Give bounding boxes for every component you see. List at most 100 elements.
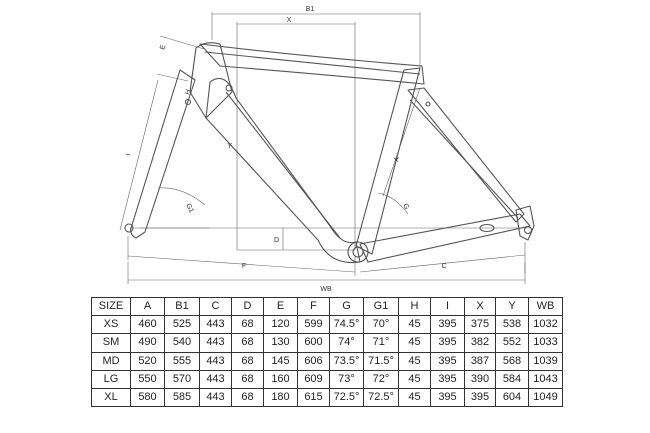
table-cell: 520: [130, 351, 165, 371]
table-cell: 68: [231, 369, 264, 389]
table-cell: 540: [164, 333, 200, 353]
table-cell: 568: [495, 351, 529, 371]
table-cell: 584: [495, 369, 529, 389]
label-x: X: [287, 17, 292, 24]
table-header-cell: B1: [164, 296, 200, 317]
table-header-cell: C: [199, 296, 232, 317]
label-f: F: [242, 263, 246, 270]
table-cell: 45: [398, 351, 431, 371]
table-cell: 68: [231, 387, 264, 408]
table-cell: 68: [231, 315, 264, 335]
table-cell: 71°: [363, 333, 399, 353]
table-header-cell: F: [297, 296, 330, 317]
table-cell: 72.5°: [329, 387, 364, 408]
table-cell: 570: [164, 369, 200, 389]
label-d: D: [274, 237, 279, 244]
table-header-cell: X: [464, 296, 496, 317]
table-cell: 1039: [528, 351, 563, 371]
table-cell: 600: [297, 333, 330, 353]
table-cell: 70°: [363, 315, 399, 335]
table-cell: 525: [164, 315, 200, 335]
table-cell: 609: [297, 369, 330, 389]
table-cell: 460: [130, 315, 165, 335]
table-cell: 606: [297, 351, 330, 371]
table-cell: 390: [464, 369, 496, 389]
table-cell: 1033: [528, 333, 563, 353]
measurement-lines: [119, 12, 530, 284]
table-cell: 395: [430, 387, 465, 408]
table-header-cell: G: [329, 296, 364, 317]
table-cell: 395: [430, 369, 465, 389]
table-cell: 552: [495, 333, 529, 353]
table-header-cell: I: [430, 296, 465, 317]
label-wb: WB: [320, 286, 332, 292]
label-g1: G1: [184, 203, 195, 215]
table-cell: 585: [164, 387, 200, 408]
table-cell: 550: [130, 369, 165, 389]
table-header-cell: SIZE: [91, 296, 131, 317]
table-cell: 68: [231, 351, 264, 371]
table-cell: 1032: [528, 315, 563, 335]
table-header-cell: WB: [528, 296, 563, 317]
table-cell: 382: [464, 333, 496, 353]
table-cell: 580: [130, 387, 165, 408]
label-i: I: [125, 153, 132, 157]
table-cell: XL: [91, 387, 131, 408]
table-cell: 395: [430, 351, 465, 371]
table-cell: 45: [398, 315, 431, 335]
frame-geometry-diagram: B1 X E I Y H G1 G A D F C WB: [119, 6, 535, 292]
label-b1: B1: [306, 6, 315, 13]
table-cell: LG: [91, 369, 131, 389]
table-cell: SM: [91, 333, 131, 353]
table-cell: 555: [164, 351, 200, 371]
table-cell: 443: [199, 315, 232, 335]
table-cell: 72°: [363, 369, 399, 389]
table-cell: XS: [91, 315, 131, 335]
table-header-cell: Y: [495, 296, 529, 317]
label-g: G: [401, 203, 410, 211]
table-header-cell: G1: [363, 296, 399, 317]
table-cell: 443: [199, 333, 232, 353]
table-cell: 395: [464, 387, 496, 408]
table-cell: 538: [495, 315, 529, 335]
table-cell: 1043: [528, 369, 563, 389]
label-h: H: [184, 89, 192, 96]
dimension-labels: B1 X E I Y H G1 G A D F C WB: [125, 6, 446, 292]
table-cell: 145: [263, 351, 298, 371]
frame-outline: [124, 42, 535, 264]
table-cell: 74°: [329, 333, 364, 353]
table-header-cell: H: [398, 296, 431, 317]
table-cell: 74.5°: [329, 315, 364, 335]
table-cell: 73°: [329, 369, 364, 389]
table-cell: 68: [231, 333, 264, 353]
table-cell: 160: [263, 369, 298, 389]
label-y: Y: [227, 143, 232, 150]
table-cell: 1049: [528, 387, 563, 408]
table-cell: 45: [398, 333, 431, 353]
table-cell: 375: [464, 315, 496, 335]
label-a: A: [393, 156, 401, 163]
table-cell: 443: [199, 351, 232, 371]
table-cell: 71.5°: [363, 351, 399, 371]
table-header-cell: D: [231, 296, 264, 317]
table-cell: 490: [130, 333, 165, 353]
label-e: E: [159, 44, 167, 51]
table-cell: 73.5°: [329, 351, 364, 371]
table-cell: MD: [91, 351, 131, 371]
label-c: C: [441, 263, 446, 270]
table-cell: 599: [297, 315, 330, 335]
table-cell: 180: [263, 387, 298, 408]
table-cell: 443: [199, 387, 232, 408]
table-cell: 604: [495, 387, 529, 408]
table-cell: 443: [199, 369, 232, 389]
table-cell: 45: [398, 369, 431, 389]
table-cell: 120: [263, 315, 298, 335]
table-cell: 72.5°: [363, 387, 399, 408]
